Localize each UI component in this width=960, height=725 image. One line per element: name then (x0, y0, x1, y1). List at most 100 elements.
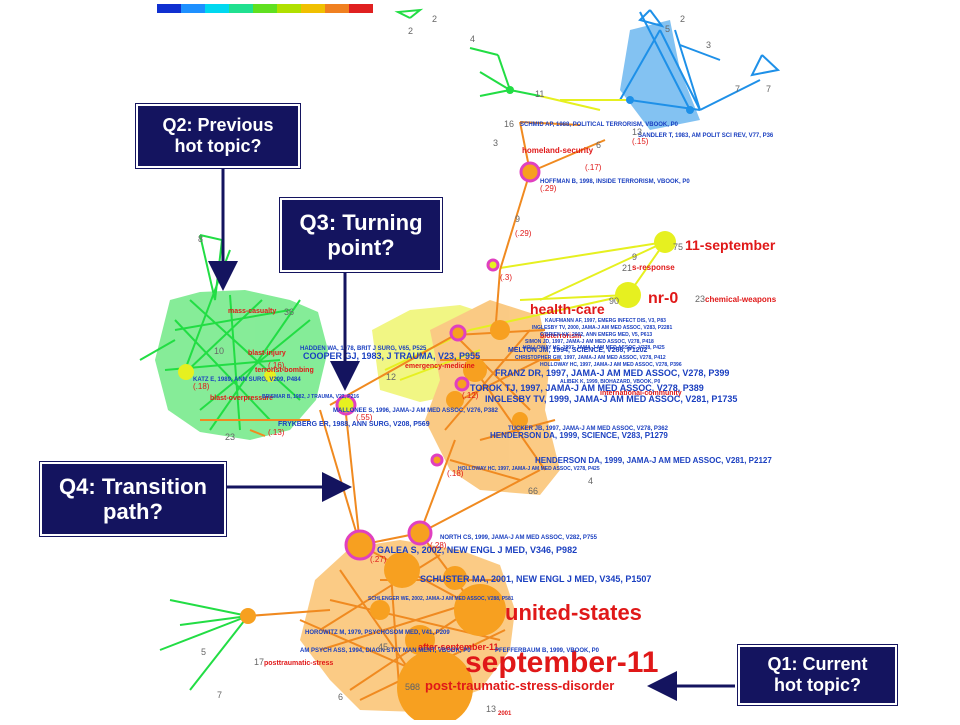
reference-label: FRANZ DR, 1997, JAMA-J AM MED ASSOC, V27… (495, 368, 729, 378)
blue-edges (619, 9, 781, 111)
burst-node (519, 161, 541, 183)
node-number: 5 (201, 647, 206, 657)
green-cluster-area (155, 290, 328, 440)
nodes (178, 86, 694, 725)
reference-label: HOLLOWAY HC, 1997, JAMA-J AM MED ASSOC, … (523, 345, 665, 351)
cluster-label-11-september: 11-september (685, 237, 776, 253)
legend-swatch (301, 4, 325, 13)
node-number: 75 (673, 242, 683, 252)
cluster-label-blast-overpressure: blast-overpressure (210, 395, 273, 402)
cluster-label-s-response: s-response (632, 263, 675, 272)
node-number: 11 (535, 89, 544, 99)
node-number: 6 (338, 692, 343, 702)
reference-label: HENDERSON DA, 1999, SCIENCE, V283, P1279 (490, 431, 668, 440)
cluster-label-united-states: united-states (505, 600, 642, 625)
legend-swatch (349, 4, 373, 13)
burst-value: (.17) (585, 163, 602, 172)
cluster-label-nr-0: nr-0 (648, 290, 678, 307)
reference-label: HOFFMAN B, 1998, INSIDE TERRORISM, VBOOK… (540, 179, 690, 185)
reference-label: AM PSYCH ASS, 1994, DIAGN STAT MAN MENT,… (300, 648, 471, 654)
node-number: 5 (665, 24, 670, 34)
reference-label: MALLONEE S, 1996, JAMA-J AM MED ASSOC, V… (333, 408, 499, 414)
time-color-legend (157, 4, 373, 13)
burst-node (407, 520, 433, 546)
cluster-label-posttraumatic: posttraumatic-stress (264, 660, 333, 667)
burst-value: (.18) (193, 382, 210, 391)
node-number: 36 (284, 307, 294, 317)
burst-node (486, 258, 500, 272)
node-number: 17 (254, 657, 264, 667)
network-node (512, 412, 528, 428)
reference-label: PFEFFERBAUM B, 1999, VBOOK, P0 (495, 648, 600, 654)
burst-value: (.15) (632, 137, 649, 146)
network-node (264, 370, 276, 382)
network-node (240, 608, 256, 624)
node-number: 16 (504, 119, 514, 129)
question-box-q4: Q4: Transition path? (40, 462, 226, 536)
burst-node (449, 324, 467, 342)
cluster-label-homeland-security: homeland-security (522, 146, 594, 155)
blue-cluster-area (620, 20, 700, 130)
reference-label: COOPER GJ, 1983, J TRAUMA, V23, P955 (303, 351, 480, 361)
node-number: 21 (622, 263, 632, 273)
network-node (370, 600, 390, 620)
node-number: 23 (695, 294, 705, 304)
burst-value: (.18) (447, 469, 464, 478)
burst-node (335, 394, 357, 416)
reference-label: TOROK TJ, 1997, JAMA-J AM MED ASSOC, V27… (470, 383, 704, 393)
burst-value: (.29) (540, 184, 557, 193)
node-number: 2 (432, 14, 437, 24)
node-number: 12 (386, 372, 396, 382)
network-node (397, 650, 473, 725)
node-number: 13 (632, 127, 642, 137)
reference-label: SIMON JD, 1997, JAMA-J AM MED ASSOC, V27… (525, 339, 654, 345)
burst-value: (.16) (268, 361, 285, 370)
network-node (178, 364, 194, 380)
node-number: 68 (410, 682, 420, 692)
reference-label: HADDEN WA, 1978, BRIT J SURG, V65, P525 (300, 346, 427, 352)
legend-swatch (253, 4, 277, 13)
burst-value: (.29) (515, 229, 532, 238)
orange-edges (200, 121, 606, 701)
burst-value: (.13) (268, 428, 285, 437)
node-number: 7 (735, 84, 740, 94)
reference-label: TUCKER JB, 1997, JAMA-J AM MED ASSOC, V2… (508, 426, 669, 432)
reference-label: CHRISTOPHER GW, 1997, JAMA-J AM MED ASSO… (515, 355, 666, 361)
reference-label: O'BRIEN KK, 2002, ANN EMERG MED, V5, P61… (540, 332, 652, 338)
node-number: 8 (198, 234, 203, 244)
node-number: 50 (405, 682, 415, 692)
legend-swatch (325, 4, 349, 13)
burst-value: (.3) (500, 273, 512, 282)
network-node (405, 625, 435, 655)
legend-swatch (205, 4, 229, 13)
node-number: 7 (217, 690, 222, 700)
burst-node (454, 376, 470, 392)
cluster-label-mass-casualty: mass-casualty (228, 308, 276, 315)
cluster-label-ptsd: post-traumatic-stress-disorder (425, 678, 614, 693)
question-box-q1: Q1: Current hot topic? (738, 645, 897, 705)
question-box-q2: Q2: Previous hot topic? (136, 104, 300, 168)
network-node (443, 566, 467, 590)
node-number: 3 (493, 138, 498, 148)
reference-label: MELTON JM, 1994, SCIENCE, V266, P1202 (508, 347, 648, 354)
node-number: 6 (596, 140, 601, 150)
network-node (454, 584, 506, 636)
cluster-label-bioterrorism: bioterrorism (540, 333, 581, 340)
node-number: 90 (609, 296, 619, 306)
burst-node (430, 453, 444, 467)
node-number: 45 (378, 642, 388, 652)
node-number: 66 (528, 486, 538, 496)
network-node (446, 391, 464, 409)
reference-label: SCHLENGER WE, 2002, JAMA-J AM MED ASSOC,… (368, 596, 514, 602)
burst-nodes (335, 161, 541, 561)
reference-label: SCHUSTER MA, 2001, NEW ENGL J MED, V345,… (420, 574, 651, 584)
reference-label: BRISMAR B, 1982, J TRAUMA, V22, P216 (262, 394, 359, 400)
reference-label: INGLESBY TV, 1999, JAMA-J AM MED ASSOC, … (485, 394, 737, 404)
year-label: 2001 (498, 711, 512, 717)
node-number: 23 (225, 432, 235, 442)
network-node (384, 552, 420, 588)
node-number: 3 (706, 40, 711, 50)
reference-label: KAUFMANN AF, 1997, EMERG INFECT DIS, V3,… (545, 318, 666, 324)
network-node (490, 320, 510, 340)
